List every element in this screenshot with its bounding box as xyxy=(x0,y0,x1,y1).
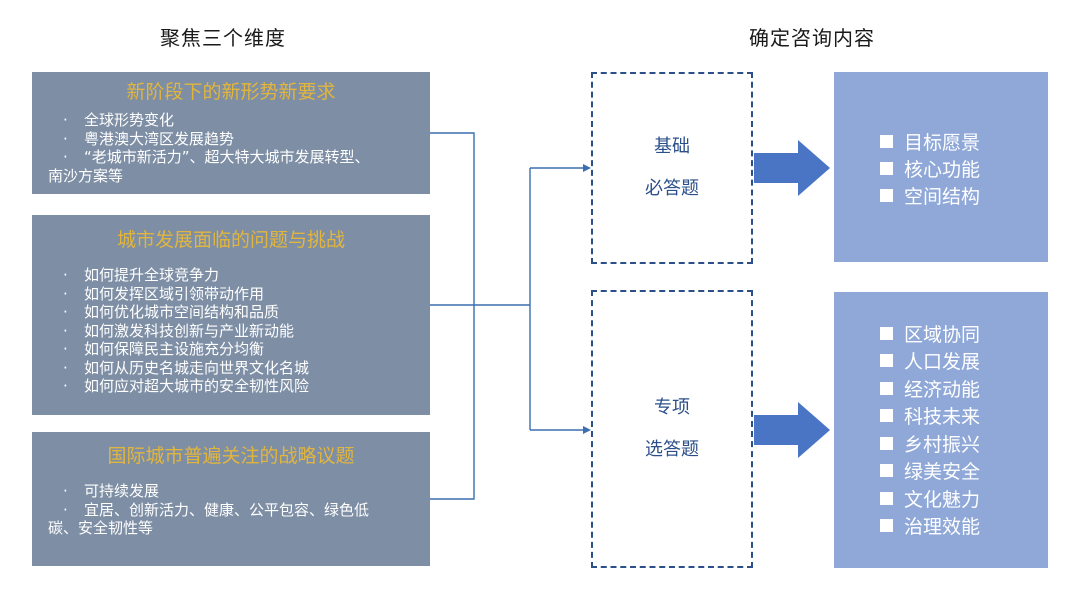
question-type-special: 专项 选答题 xyxy=(591,290,753,568)
question-type-line: 基础 xyxy=(654,136,690,157)
list-item-line: 南沙方案等 xyxy=(48,166,124,185)
left-heading: 聚焦三个维度 xyxy=(160,26,286,50)
list-item: 宜居、创新活力、健康、公平包容、绿色低 碳、安全韧性等 xyxy=(32,501,430,538)
list-item: 如何优化城市空间结构和品质 xyxy=(32,303,430,322)
content-item: 科技未来 xyxy=(880,402,980,429)
square-bullet-icon xyxy=(880,437,893,450)
content-item-label: 核心功能 xyxy=(904,159,981,181)
content-item: 乡村振兴 xyxy=(880,430,980,457)
question-type-line: 专项 xyxy=(654,397,690,418)
content-item: 区域协同 xyxy=(880,320,980,347)
dimension-title: 国际城市普遍关注的战略议题 xyxy=(107,445,355,467)
square-bullet-icon xyxy=(880,327,893,340)
list-item: 如何提升全球竞争力 xyxy=(32,266,430,285)
connector-from-box3 xyxy=(430,305,475,500)
arrowhead-to-basic xyxy=(583,164,591,172)
dimension-box-strategic-issues: 国际城市普遍关注的战略议题 可持续发展 宜居、创新活力、健康、公平包容、绿色低 … xyxy=(32,432,430,566)
list-item: 如何发挥区域引领带动作用 xyxy=(32,285,430,304)
content-box-special: 区域协同 人口发展 经济动能 科技未来 乡村振兴 绿美安全 文化魅力 治理效能 xyxy=(834,292,1048,568)
square-bullet-icon xyxy=(880,135,893,148)
list-item: 如何保障民主设施充分均衡 xyxy=(32,340,430,359)
content-box-basic: 目标愿景 核心功能 空间结构 xyxy=(834,72,1048,262)
list-item: 如何应对超大城市的安全韧性风险 xyxy=(32,377,430,396)
list-item: 可持续发展 xyxy=(32,482,430,501)
content-item-label: 经济动能 xyxy=(904,379,981,401)
list-item: 粤港澳大湾区发展趋势 xyxy=(32,130,430,149)
square-bullet-icon xyxy=(880,189,893,202)
content-item: 核心功能 xyxy=(880,155,980,182)
question-type-basic: 基础 必答题 xyxy=(591,72,753,264)
question-type-line: 必答题 xyxy=(645,178,699,199)
content-item-label: 文化魅力 xyxy=(904,489,981,511)
content-item-label: 空间结构 xyxy=(904,186,981,208)
list-item-line: 碳、安全韧性等 xyxy=(48,519,154,537)
list-item-line: 宜居、创新活力、健康、公平包容、绿色低 xyxy=(84,500,370,519)
content-item: 绿美安全 xyxy=(880,457,980,484)
big-arrow-basic xyxy=(754,140,830,196)
content-item: 治理效能 xyxy=(880,512,980,539)
content-item-label: 乡村振兴 xyxy=(904,434,981,456)
list-item: 全球形势变化 xyxy=(32,111,430,130)
dimension-title: 新阶段下的新形势新要求 xyxy=(126,81,336,103)
big-arrow-special xyxy=(754,402,830,458)
square-bullet-icon xyxy=(880,519,893,532)
content-item: 目标愿景 xyxy=(880,128,980,155)
list-item: 如何从历史名城走向世界文化名城 xyxy=(32,359,430,378)
question-type-line: 选答题 xyxy=(645,439,699,460)
content-item-label: 绿美安全 xyxy=(904,461,981,483)
content-item-label: 人口发展 xyxy=(904,351,981,373)
list-item-line: “老城市新活力”、超大特大城市发展转型、 xyxy=(84,148,370,166)
content-item-label: 目标愿景 xyxy=(904,132,981,154)
content-item: 人口发展 xyxy=(880,347,980,374)
dimension-title: 城市发展面临的问题与挑战 xyxy=(116,229,345,251)
square-bullet-icon xyxy=(880,162,893,175)
content-item-label: 区域协同 xyxy=(904,324,981,346)
square-bullet-icon xyxy=(880,464,893,477)
connector-from-box1 xyxy=(430,132,475,305)
content-item: 空间结构 xyxy=(880,182,980,209)
arrowhead-to-special xyxy=(583,426,591,434)
square-bullet-icon xyxy=(880,382,893,395)
list-item: “老城市新活力”、超大特大城市发展转型、 南沙方案等 xyxy=(32,148,430,185)
content-item: 经济动能 xyxy=(880,375,980,402)
content-item-label: 科技未来 xyxy=(904,406,981,428)
content-item: 文化魅力 xyxy=(880,485,980,512)
right-heading: 确定咨询内容 xyxy=(749,26,875,50)
square-bullet-icon xyxy=(880,354,893,367)
dimension-box-new-situation: 新阶段下的新形势新要求 全球形势变化 粤港澳大湾区发展趋势 “老城市新活力”、超… xyxy=(32,72,430,194)
content-item-label: 治理效能 xyxy=(904,516,981,538)
list-item: 如何激发科技创新与产业新动能 xyxy=(32,322,430,341)
square-bullet-icon xyxy=(880,492,893,505)
dimension-box-challenges: 城市发展面临的问题与挑战 如何提升全球竞争力 如何发挥区域引领带动作用 如何优化… xyxy=(32,215,430,415)
square-bullet-icon xyxy=(880,409,893,422)
